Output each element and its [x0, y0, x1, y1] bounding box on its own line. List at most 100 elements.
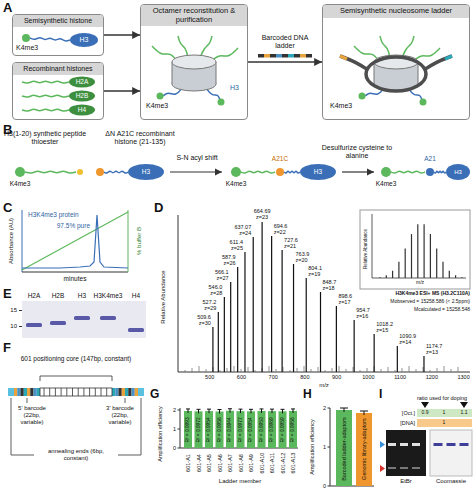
residue-ball	[420, 99, 427, 106]
chromatogram-trace	[22, 215, 128, 268]
isotope-peak	[424, 224, 425, 278]
annealing-end	[138, 388, 144, 396]
row-label: [DNA]	[400, 420, 415, 426]
region-label: 601 positioning core (147bp, constant)	[20, 355, 132, 362]
mark-label: K4me3	[330, 102, 352, 110]
gel	[430, 430, 472, 476]
bar-label: Genomic library-adaptors	[361, 418, 367, 480]
bar	[268, 411, 276, 448]
error-bar	[340, 408, 348, 412]
step-label: Desulfurize cysteine to alanine	[316, 144, 398, 160]
noise-peak	[227, 368, 228, 372]
residue-ball	[381, 167, 391, 177]
histone-core	[70, 33, 98, 47]
marker-tick	[19, 326, 22, 327]
octamer-ratio-bar	[417, 409, 472, 417]
noise-peak	[367, 368, 368, 372]
tick-label: 1100	[394, 374, 406, 380]
core-stripe	[95, 388, 96, 396]
noise-peak	[185, 370, 186, 372]
histone-tail	[30, 38, 70, 41]
tick-label: 600	[237, 374, 246, 380]
peak-label: 611.4 z=25	[221, 239, 243, 252]
noise-peak	[234, 366, 235, 372]
histone-tail	[241, 171, 275, 173]
error-bar	[240, 409, 241, 413]
barcode-segment	[27, 388, 30, 396]
gel-band	[412, 467, 420, 469]
annealing-end	[8, 388, 14, 396]
noise-peak	[255, 370, 256, 372]
isotope-peak	[411, 234, 412, 278]
histone-tail	[104, 171, 128, 173]
histone-label: H3	[314, 168, 322, 175]
residue-ball	[22, 34, 30, 42]
error-bar	[261, 409, 262, 413]
peak-label: 1174.7 z=13	[426, 343, 448, 356]
core-stripe	[83, 388, 84, 396]
core-stripe	[55, 388, 56, 396]
noise-peak	[269, 366, 270, 372]
isotope-peak	[442, 262, 443, 278]
fit-label: R² = 0.9959	[280, 417, 286, 442]
noise-peak	[297, 368, 298, 372]
octamer-core	[216, 62, 217, 84]
histone-core	[300, 164, 336, 180]
gel-band	[400, 467, 408, 469]
gel-band	[100, 316, 116, 320]
axis-title: Amplification efficiency	[309, 419, 315, 475]
mass-value: Mobserved = 15258.586 (< 2.5ppm)	[390, 299, 470, 305]
bar	[356, 413, 372, 486]
bar	[289, 411, 297, 448]
noise-peak	[346, 369, 347, 372]
residue-label: A21C	[272, 155, 288, 162]
axis-title: Absorbance (AU)	[8, 218, 15, 264]
peak-label: 566.1 z=27	[207, 269, 229, 282]
error-bar	[230, 409, 231, 413]
axis-line	[22, 210, 23, 272]
barcode-segment	[24, 388, 27, 396]
core-stripe	[78, 388, 79, 396]
axis-title: minutes	[64, 275, 87, 282]
isotope-peak	[436, 249, 437, 278]
mark-label: K4me3	[146, 102, 168, 110]
category-label: 601-A10	[258, 453, 264, 474]
reaction-arrow	[170, 171, 222, 172]
dna-ladder	[276, 54, 282, 58]
gel	[22, 301, 146, 338]
noise-peak	[430, 370, 431, 372]
core-stripe	[89, 388, 90, 396]
bar	[336, 410, 352, 486]
error-bar	[270, 409, 274, 410]
fit-label: R² = 0.9972	[196, 417, 202, 442]
residue-ball	[359, 93, 366, 100]
noise-peak	[402, 368, 403, 372]
noise-peak	[458, 367, 459, 372]
error-bar	[198, 409, 199, 413]
residue-ball	[218, 99, 225, 106]
spectrum-peak	[306, 278, 307, 372]
leader-line	[27, 398, 28, 403]
core-stripe	[49, 388, 50, 396]
axis-title: Ladder member	[219, 478, 261, 485]
noise-peak	[416, 369, 417, 372]
histone-tail	[402, 36, 414, 58]
spectrum-peak	[282, 250, 283, 372]
dna-ladder	[294, 54, 300, 58]
mark-label: K4me3	[376, 180, 397, 187]
error-bar	[251, 409, 252, 413]
axis-line	[22, 272, 128, 273]
dna-ladder	[300, 54, 306, 58]
noise-peak	[311, 369, 312, 372]
fit-label: R² = 0.9977	[238, 417, 244, 442]
isotope-peak	[417, 224, 418, 278]
histone-core	[69, 77, 95, 88]
barcode-segment	[132, 388, 135, 396]
fit-label: R² = 0.9989	[269, 417, 275, 442]
core-stripe	[101, 388, 102, 396]
dna-ladder	[270, 54, 276, 58]
bar	[205, 411, 213, 448]
lane-label: H3K4me3	[94, 292, 123, 299]
peak-label: 954.7 z=16	[356, 307, 378, 320]
tick-label: 700	[269, 374, 278, 380]
